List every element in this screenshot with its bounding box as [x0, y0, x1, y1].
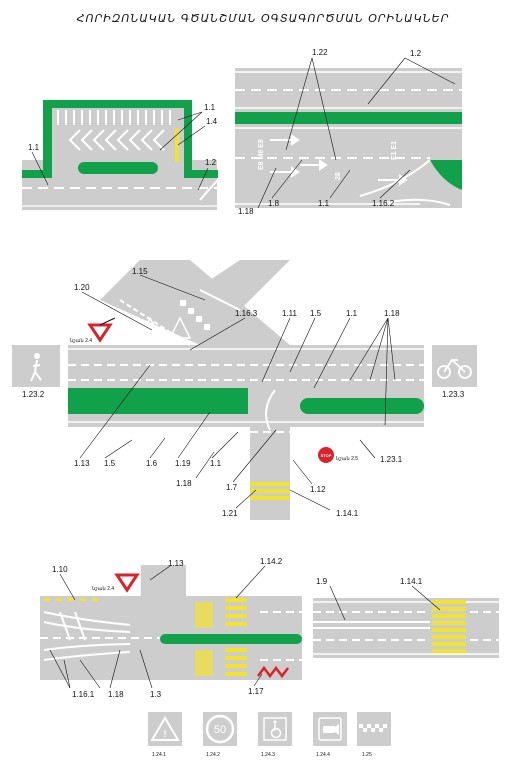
label-1-18-p4: 1.18: [108, 690, 124, 699]
label-1-1-top: 1.1: [204, 103, 216, 112]
label-1-18-p3-top: 1.18: [384, 309, 400, 318]
label-1-14-1-p5: 1.14.1: [400, 577, 423, 586]
label-1-1-p3-top: 1.1: [346, 309, 358, 318]
panel-2: E8 M8 E8 E1 E1 28 1.22 1.2 1.18 1.8 1.1 …: [235, 48, 462, 216]
sign-2-5-text: նշան 2.5: [335, 456, 358, 462]
label-1-4: 1.4: [206, 117, 218, 126]
label-1-16-1: 1.16.1: [72, 690, 95, 699]
label-1-22: 1.22: [312, 48, 328, 57]
road-text-28: 28: [335, 172, 342, 180]
label-1-1-p3-bottom: 1.1: [210, 459, 222, 468]
label-1-15: 1.15: [132, 267, 148, 276]
label-1-18-p3-bottom: 1.18: [176, 479, 192, 488]
label-1-11: 1.11: [282, 309, 298, 318]
road-text-e8: E8 M8 E8: [258, 139, 265, 170]
speed-limit-value: 50: [214, 724, 226, 736]
label-1-16-2: 1.16.2: [372, 199, 395, 208]
label-1-14-1-p3: 1.14.1: [336, 509, 359, 518]
label-1-16-3: 1.16.3: [235, 309, 258, 318]
legend-label-1-25: 1.25: [362, 752, 372, 758]
label-1-13-p4: 1.13: [168, 559, 184, 568]
label-1-1-left: 1.1: [28, 143, 40, 152]
label-1-1-p2: 1.1: [318, 199, 330, 208]
yield-sign-icon-p4: [114, 573, 140, 593]
label-1-23-2: 1.23.2: [22, 390, 45, 399]
stop-word: STOP: [321, 453, 332, 458]
speed-limit-icon: [203, 712, 237, 746]
label-1-18-p2: 1.18: [238, 207, 254, 216]
label-1-9: 1.9: [316, 577, 328, 586]
panel-5: 1.9 1.14.1: [313, 577, 499, 658]
page-title: ՀՈՐԻԶՈՆԱԿԱՆ ԳԾԱՆՇՄԱՆ ՕԳՏԱԳՈՐԾՄԱՆ ՕՐԻՆԱԿՆ…: [76, 12, 450, 25]
sign-2-4-text-p4: նշան 2.4: [91, 586, 114, 592]
label-1-5-top: 1.5: [310, 309, 322, 318]
yield-sign-icon: [87, 323, 113, 343]
label-1-17: 1.17: [248, 687, 264, 696]
legend-label-1-24-3: 1.24.3: [261, 752, 275, 758]
label-1-5-bottom: 1.5: [104, 459, 116, 468]
label-1-12: 1.12: [310, 485, 326, 494]
label-1-7: 1.7: [226, 483, 238, 492]
label-1-2: 1.2: [205, 158, 217, 167]
label-1-6: 1.6: [146, 459, 158, 468]
legend-label-1-24-2: 1.24.2: [206, 752, 220, 758]
label-1-21: 1.21: [222, 509, 238, 518]
label-1-14-2: 1.14.2: [260, 557, 283, 566]
zigzag-marking: [257, 665, 289, 679]
label-1-3: 1.3: [150, 690, 162, 699]
sign-2-4-text-p3: նշան 2.4: [69, 338, 92, 344]
label-1-19: 1.19: [175, 459, 191, 468]
label-1-23-1: 1.23.1: [380, 455, 403, 464]
legend-row: ! 1.24.1 50 1.24.2 1.24.3 1.24.4 1.25: [148, 712, 391, 758]
panel-3: նշան 2.4 STOP նշան 2.5 1.23.2 1.23.3: [12, 260, 477, 520]
label-1-13-p3: 1.13: [74, 459, 90, 468]
panel-1: 1.1 1.4 1.1 1.2: [22, 100, 219, 210]
bicycle-icon: [432, 345, 477, 387]
label-1-8: 1.8: [268, 199, 280, 208]
legend-label-1-24-1: 1.24.1: [152, 752, 166, 758]
legend-label-1-24-4: 1.24.4: [316, 752, 330, 758]
stop-sign-icon: [318, 447, 334, 463]
label-1-10: 1.10: [52, 565, 68, 574]
road-text-e1: E1 E1: [391, 141, 398, 160]
label-1-23-3: 1.23.3: [442, 390, 465, 399]
svg-text:!: !: [164, 729, 167, 739]
panel-4: նշան 2.4 1.10 1.13 1.14.2 1.16.1 1.18 1.…: [40, 557, 302, 699]
label-1-20: 1.20: [74, 283, 90, 292]
label-1-2-p2: 1.2: [410, 49, 422, 58]
